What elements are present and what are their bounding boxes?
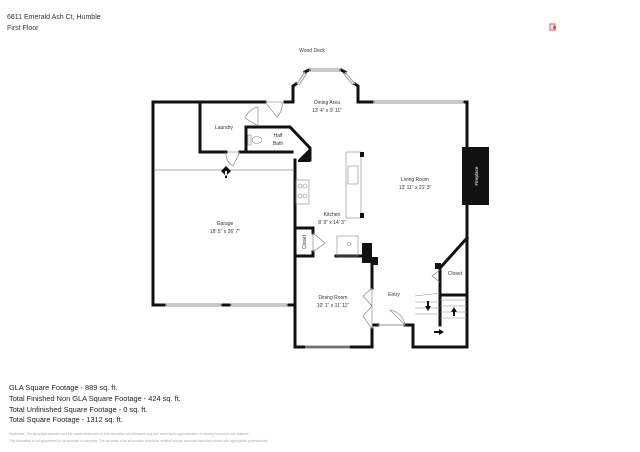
fireplace — [462, 147, 489, 205]
property-address: 6611 Emerald Ash Ct, Humble — [7, 14, 101, 21]
dining-room-label: Dining Room — [319, 295, 348, 301]
fireplace-label: Fireplace — [474, 166, 479, 185]
square-footage-summary: GLA Square Footage - 889 sq. ft. Total F… — [9, 383, 181, 426]
disclaimer-line-1: Disclaimer: The floorplans depicted and … — [9, 432, 250, 436]
garage-label: Garage — [217, 221, 234, 227]
kitchen-label: Kitchen — [324, 212, 341, 218]
laundry-label: Laundry — [215, 125, 234, 131]
half-bath-label: Half — [274, 133, 284, 139]
dining-room-dims: 10' 1" x 11' 11" — [317, 303, 349, 309]
disclaimer-line-2: This illustration is not guaranteed to b… — [9, 439, 269, 443]
living-room-label: Living Room — [401, 177, 429, 183]
wood-deck-label: Wood Deck — [299, 48, 325, 54]
floor-name: First Floor — [7, 25, 39, 32]
closet-stairs-label: Closet — [448, 271, 463, 277]
living-room-dims: 13' 11" x 21' 3" — [399, 185, 432, 191]
non-gla-footage: Total Finished Non GLA Square Footage - … — [9, 393, 181, 403]
half-bath-label-2: Bath — [273, 141, 284, 147]
stair-arrows — [221, 166, 457, 335]
entry-label: Entry — [388, 292, 400, 298]
logo-icon — [549, 23, 556, 31]
gla-footage: GLA Square Footage - 889 sq. ft. — [9, 383, 118, 392]
garage-dims: 18' 5" x 26' 7" — [210, 229, 240, 235]
closet-kitchen-label: Closet — [302, 234, 308, 249]
dining-area-label: Dining Area — [314, 100, 340, 106]
walls — [151, 67, 470, 349]
total-footage: Total Square Footage - 1312 sq. ft. — [9, 415, 123, 425]
dining-area-dims: 13' 4" x 9' 11" — [312, 108, 342, 114]
kitchen-dims: 8' 9" x 14' 3" — [318, 220, 346, 226]
fixtures — [247, 134, 467, 319]
unfinished-footage: Total Unfinished Square Footage - 0 sq. … — [9, 404, 148, 414]
doors — [225, 101, 441, 330]
windows — [155, 68, 464, 349]
